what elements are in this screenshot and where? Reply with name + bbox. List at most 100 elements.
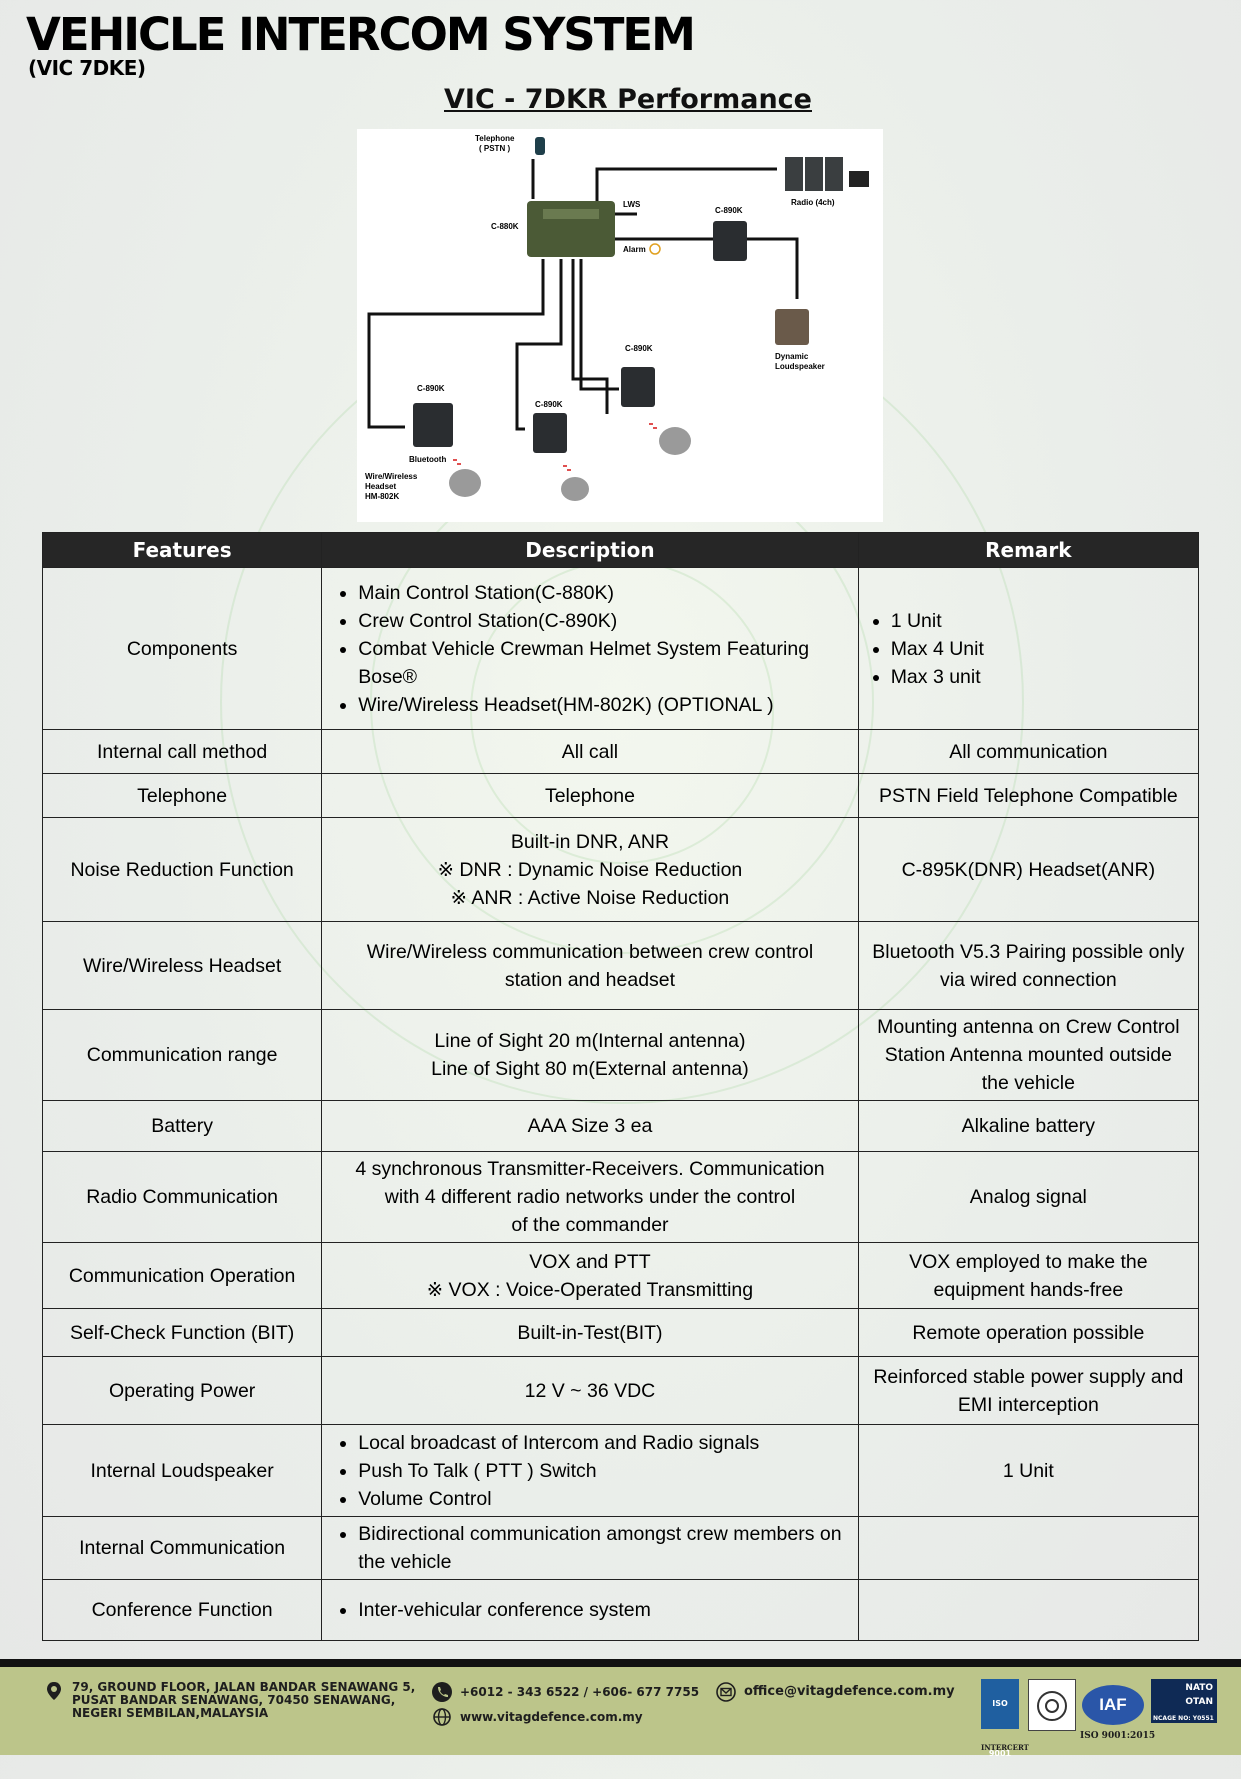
feature-cell: Communication Operation — [41, 1242, 323, 1309]
table-row: Internal Loudspeaker Local broadcast of … — [41, 1424, 1200, 1517]
feature-cell: Radio Communication — [41, 1151, 323, 1243]
description-line: Wire/Wireless communication between crew… — [366, 940, 814, 963]
wireless-signals — [453, 423, 657, 471]
remark-line: Bluetooth V5.3 Pairing possible only — [872, 940, 1185, 963]
footer-email: office@vitagdefence.com.my — [716, 1682, 955, 1702]
phone-icon — [432, 1682, 452, 1702]
remark-line: Reinforced stable power supply and — [873, 1365, 1184, 1388]
description-line: ※ VOX : Voice-Operated Transmitting — [426, 1278, 754, 1301]
svg-text:Wire/Wireless: Wire/Wireless — [365, 472, 418, 481]
remark-cell: VOX employed to make the equipment hands… — [857, 1242, 1200, 1309]
page-subtitle: (VIC 7DKE) — [28, 56, 146, 80]
description-item: Wire/Wireless Headset(HM-802K) (OPTIONAL… — [358, 691, 849, 719]
remark-item: Max 4 Unit — [891, 635, 1194, 663]
radio-device: Radio (4ch) — [785, 157, 869, 207]
remark-cell: 1 Unit — [857, 1424, 1200, 1517]
description-cell: Telephone — [321, 773, 859, 818]
remark-cell: C-895K(DNR) Headset(ANR) — [857, 817, 1200, 922]
description-cell: Built-in-Test(BIT) — [321, 1308, 859, 1357]
table-row: Operating Power 12 V ~ 36 VDC Reinforced… — [41, 1356, 1200, 1425]
description-line: with 4 different radio networks under th… — [384, 1186, 796, 1208]
description-cell: VOX and PTT ※ VOX : Voice-Operated Trans… — [321, 1242, 859, 1309]
svg-text:Headset: Headset — [365, 482, 396, 491]
iso-cert-badge: ISO 9001 — [981, 1679, 1019, 1758]
footer: 79, GROUND FLOOR, JALAN BANDAR SENAWANG … — [0, 1667, 1241, 1758]
table-row: Communication range Line of Sight 20 m(I… — [41, 1009, 1200, 1101]
remark-item: Max 3 unit — [891, 663, 1194, 691]
description-item: Volume Control — [358, 1485, 849, 1513]
description-line: 4 synchronous Transmitter-Receivers. Com… — [355, 1158, 825, 1180]
description-cell: 12 V ~ 36 VDC — [321, 1356, 859, 1425]
label-telephone: Telephone — [475, 134, 515, 143]
label-c890k: C-890K — [625, 344, 653, 353]
location-pin-icon — [47, 1682, 61, 1700]
headset-labels: Wire/Wireless Headset HM-802K — [365, 472, 418, 501]
address-line: NEGERI SEMBILAN,MALAYSIA — [72, 1706, 269, 1720]
spec-table: Features Description Remark Components M… — [41, 532, 1200, 1641]
table-row: Conference Function Inter-vehicular conf… — [41, 1579, 1200, 1641]
table-row: Communication Operation VOX and PTT ※ VO… — [41, 1242, 1200, 1309]
remark-cell: PSTN Field Telephone Compatible — [857, 773, 1200, 818]
header-features: Features — [41, 532, 323, 568]
description-item: Inter-vehicular conference system — [358, 1596, 849, 1624]
description-cell: 4 synchronous Transmitter-Receivers. Com… — [321, 1151, 859, 1243]
globe-icon — [433, 1708, 451, 1726]
label-radio: Radio (4ch) — [791, 198, 835, 207]
feature-cell: Internal call method — [41, 729, 323, 774]
page-title: VEHICLE INTERCOM SYSTEM — [26, 8, 696, 61]
description-line: VOX and PTT — [529, 1250, 651, 1273]
table-row: Noise Reduction Function Built-in DNR, A… — [41, 817, 1200, 922]
footer-address: 79, GROUND FLOOR, JALAN BANDAR SENAWANG … — [44, 1681, 415, 1720]
footer-phone: +6012 - 343 6522 / +606- 677 7755 — [432, 1682, 699, 1702]
address-line: PUSAT BANDAR SENAWANG, 70450 SENAWANG, — [72, 1693, 396, 1707]
footer-website: www.vitagdefence.com.my — [432, 1707, 643, 1727]
label-loudspeaker-1: Dynamic — [775, 352, 809, 361]
remark-cell: Alkaline battery — [857, 1100, 1200, 1152]
remark-cell: All communication — [857, 729, 1200, 774]
description-item: Bidirectional communication amongst crew… — [358, 1520, 849, 1576]
table-row: Self-Check Function (BIT) Built-in-Test(… — [41, 1308, 1200, 1357]
nato-text: NATO — [1185, 1683, 1213, 1693]
remark-cell: Reinforced stable power supply and EMI i… — [857, 1356, 1200, 1425]
description-item: Push To Talk ( PTT ) Switch — [358, 1457, 849, 1485]
crewman-helmets — [449, 427, 691, 501]
remark-line: the vehicle — [981, 1072, 1075, 1094]
label-lws: LWS — [623, 200, 641, 209]
description-line: Built-in DNR, ANR — [510, 830, 670, 853]
description-line: Line of Sight 80 m(External antenna) — [431, 1058, 749, 1080]
email-link[interactable]: office@vitagdefence.com.my — [744, 1684, 955, 1699]
header-description: Description — [321, 532, 859, 568]
ncage-text: NCAGE NO: Y0551 — [1153, 1715, 1214, 1722]
label-pstn: ( PSTN ) — [479, 144, 510, 153]
description-line: Line of Sight 20 m(Internal antenna) — [434, 1030, 746, 1052]
feature-cell: Telephone — [41, 773, 323, 818]
iaf-logo: IAF — [1082, 1685, 1144, 1725]
crew-control-station: C-890K — [713, 206, 747, 261]
website-link[interactable]: www.vitagdefence.com.my — [460, 1710, 643, 1724]
remark-cell: Mounting antenna on Crew Control Station… — [857, 1009, 1200, 1101]
label-c880k: C-880K — [491, 222, 519, 231]
feature-cell: Internal Loudspeaker — [41, 1424, 323, 1517]
accreditation-seal-icon — [1028, 1679, 1076, 1731]
remark-cell — [857, 1579, 1200, 1641]
table-row: Radio Communication 4 synchronous Transm… — [41, 1151, 1200, 1243]
description-line: ※ DNR : Dynamic Noise Reduction — [437, 858, 743, 881]
main-control-station: C-880K LWS Alarm — [491, 200, 661, 257]
phone-number[interactable]: +6012 - 343 6522 / +606- 677 7755 — [460, 1685, 700, 1699]
description-item: Main Control Station(C-880K) — [358, 579, 849, 607]
dynamic-loudspeaker: Dynamic Loudspeaker — [775, 309, 825, 371]
table-row: Wire/Wireless Headset Wire/Wireless comm… — [41, 921, 1200, 1010]
description-cell: All call — [321, 729, 859, 774]
table-header-row: Features Description Remark — [41, 532, 1200, 568]
table-row: Internal Communication Bidirectional com… — [41, 1516, 1200, 1580]
description-item: Combat Vehicle Crewman Helmet System Fea… — [358, 635, 849, 691]
otan-text: OTAN — [1185, 1697, 1213, 1707]
description-cell: Main Control Station(C-880K) Crew Contro… — [321, 567, 859, 730]
description-line: of the commander — [511, 1214, 669, 1236]
table-row: Components Main Control Station(C-880K) … — [41, 567, 1200, 730]
feature-cell: Battery — [41, 1100, 323, 1152]
remark-cell: Remote operation possible — [857, 1308, 1200, 1357]
label-alarm: Alarm — [623, 245, 646, 254]
feature-cell: Noise Reduction Function — [41, 817, 323, 922]
svg-text:HM-802K: HM-802K — [365, 492, 399, 501]
